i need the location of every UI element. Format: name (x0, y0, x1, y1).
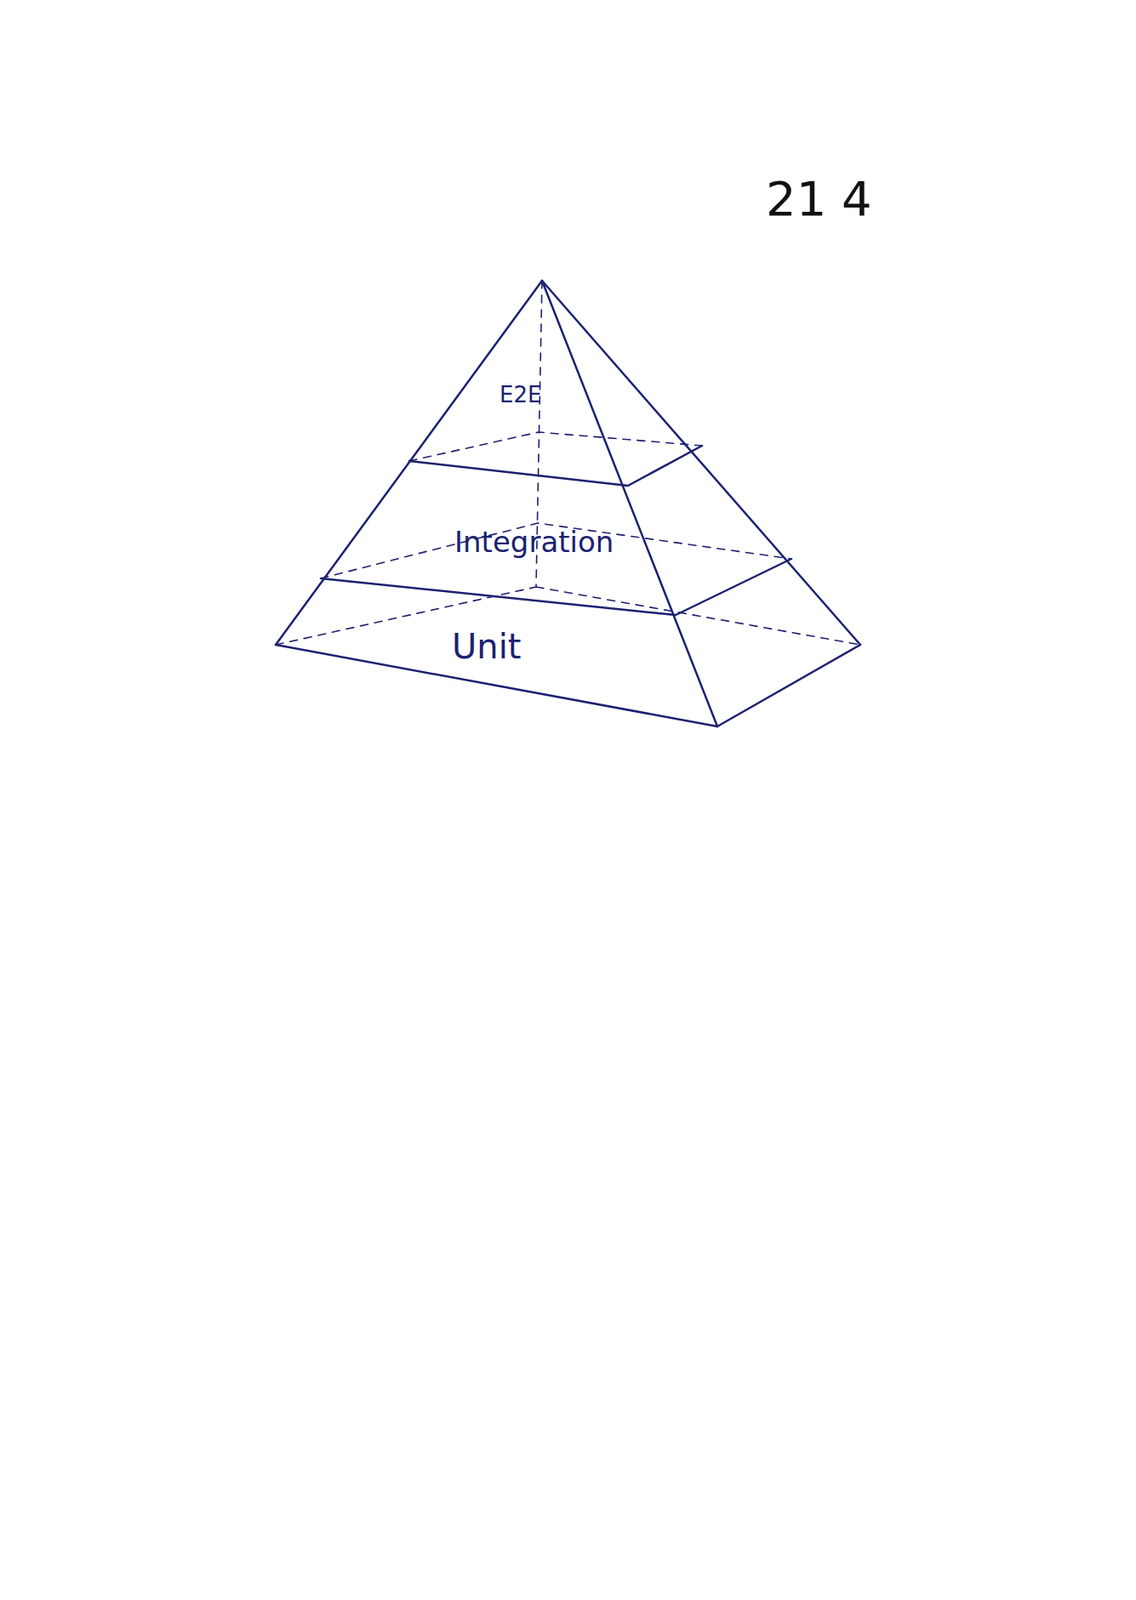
band-label: Integration (454, 526, 614, 559)
pyramid-edge (717, 645, 861, 727)
hidden-edge (536, 587, 861, 646)
band-label: E2E (499, 382, 542, 408)
pyramid-edge (542, 280, 718, 727)
band-line (320, 559, 792, 616)
band-label: Unit (451, 627, 521, 666)
pyramid-edge (275, 280, 543, 646)
pyramid-band: E2E (494, 381, 547, 410)
pyramid-band: Unit (446, 626, 526, 668)
pyramid-edge (542, 280, 861, 646)
hidden-band-line (320, 523, 792, 579)
hidden-band-line (409, 432, 703, 462)
pyramid-band: Integration (449, 525, 619, 560)
page-note: 21 4 (765, 172, 873, 226)
